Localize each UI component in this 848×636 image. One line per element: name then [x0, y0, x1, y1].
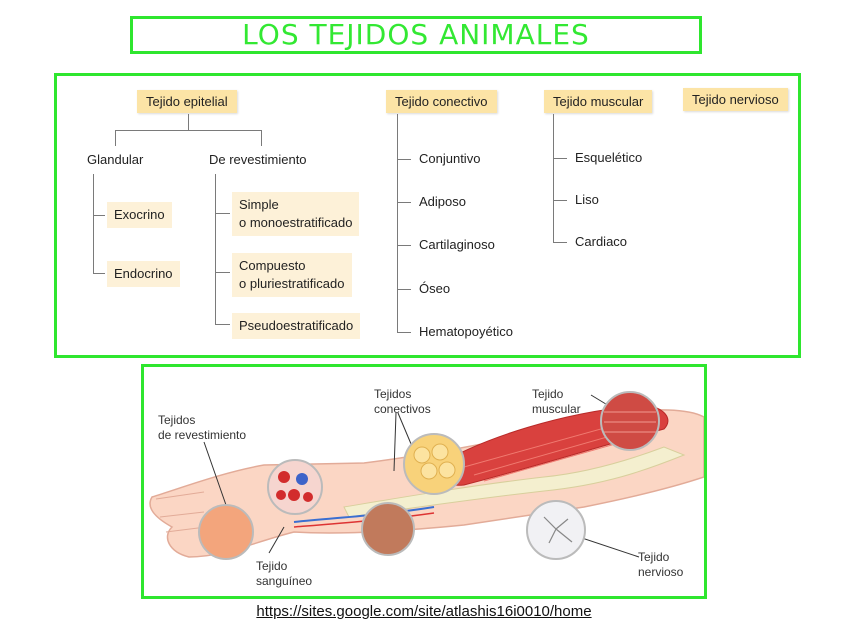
leaf-endocrino: Endocrino — [107, 261, 180, 287]
leaf-cartilaginoso: Cartilaginoso — [419, 237, 495, 252]
page-title: LOS TEJIDOS ANIMALES — [242, 18, 590, 51]
red-cell — [303, 492, 313, 502]
connector-line — [215, 174, 216, 325]
connector-line — [553, 200, 567, 201]
header-tejido-muscular: Tejido muscular — [544, 90, 652, 113]
connector-line — [397, 202, 411, 203]
connector-line — [397, 159, 411, 160]
red-cell — [288, 489, 300, 501]
fat-cell — [432, 444, 448, 460]
connector-line — [397, 245, 411, 246]
adipose-tissue-circle — [404, 434, 464, 494]
connector-line — [115, 130, 262, 131]
leaf-esqueletico: Esquelético — [575, 150, 642, 165]
connector-line — [215, 272, 230, 273]
label-tejido-muscular: Tejido muscular — [532, 387, 581, 417]
source-link[interactable]: https://sites.google.com/site/atlashis16… — [0, 603, 848, 620]
fat-cell — [439, 462, 455, 478]
connector-line — [215, 213, 230, 214]
leaf-adiposo: Adiposo — [419, 194, 466, 209]
connector-line — [553, 158, 567, 159]
connector-line — [115, 130, 116, 146]
leaf-simple: Simple o monoestratificado — [232, 192, 359, 236]
fat-cell — [414, 447, 430, 463]
revestimiento-tissue-circle — [199, 505, 253, 559]
connector-line — [397, 114, 398, 333]
leaf-compuesto: Compuesto o pluriestratificado — [232, 253, 352, 297]
connector-line — [215, 324, 230, 325]
connector-line — [397, 332, 411, 333]
blood-tissue-circle — [268, 460, 322, 514]
classification-diagram: Tejido epitelial Glandular De revestimie… — [54, 73, 801, 358]
bone-tissue-circle — [362, 503, 414, 555]
leaf-oseo: Óseo — [419, 281, 450, 296]
label-tejidos-revestimiento: Tejidos de revestimiento — [158, 413, 246, 443]
title-box: LOS TEJIDOS ANIMALES — [130, 16, 702, 54]
connector-line — [261, 130, 262, 146]
header-tejido-epitelial: Tejido epitelial — [137, 90, 237, 113]
leaf-pseudoestratificado: Pseudoestratificado — [232, 313, 360, 339]
label-de-revestimiento: De revestimiento — [209, 152, 307, 167]
connector-line — [553, 114, 554, 243]
leaf-hematopoyetico: Hematopoyético — [419, 324, 513, 339]
label-tejido-sanguineo: Tejido sanguíneo — [256, 559, 312, 589]
header-tejido-conectivo: Tejido conectivo — [386, 90, 497, 113]
blue-cell — [296, 473, 308, 485]
connector-line — [93, 174, 94, 274]
label-glandular: Glandular — [87, 152, 143, 167]
connector-line — [93, 273, 105, 274]
leaf-liso: Liso — [575, 192, 599, 207]
red-cell — [276, 490, 286, 500]
fat-cell — [421, 463, 437, 479]
label-tejido-nervioso: Tejido nervioso — [638, 550, 683, 580]
leaf-exocrino: Exocrino — [107, 202, 172, 228]
connector-line — [397, 289, 411, 290]
header-tejido-nervioso: Tejido nervioso — [683, 88, 788, 111]
leaf-cardiaco: Cardiaco — [575, 234, 627, 249]
leaf-conjuntivo: Conjuntivo — [419, 151, 480, 166]
muscle-tissue-circle — [601, 392, 659, 450]
red-cell — [278, 471, 290, 483]
label-tejidos-conectivos: Tejidos conectivos — [374, 387, 431, 417]
connector-line — [93, 215, 105, 216]
arm-illustration: Tejidos de revestimiento Tejidos conecti… — [141, 364, 707, 599]
connector-line — [553, 242, 567, 243]
connector-line — [188, 114, 189, 130]
